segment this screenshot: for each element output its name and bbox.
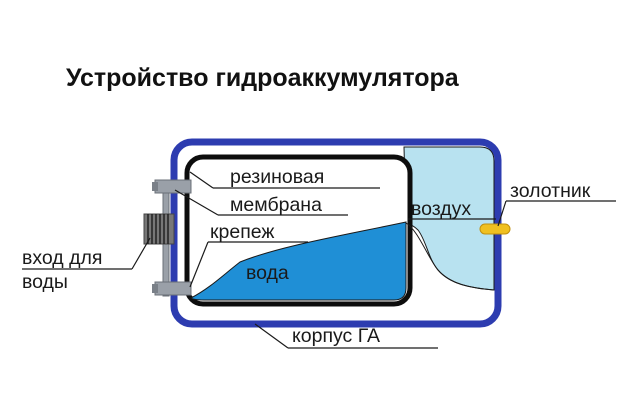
leader-housing-1 [254,323,289,349]
fastener-bolt-top-head [152,182,158,191]
diagram-title: Устройство гидроаккумулятора [66,64,460,92]
leader-fastener-2 [189,241,209,288]
label-housing: корпус ГА [292,325,380,347]
valve-nipple [479,223,511,235]
leader-valve-2 [497,200,507,227]
label-water-inlet-line1: вход для [22,247,102,269]
membrane-curve [405,222,495,291]
label-valve: золотник [510,180,591,202]
label-membrane-line2: мембрана [230,194,322,216]
water-region [190,221,407,301]
fastener-bolt-bottom [154,281,192,296]
leader-membrane-4 [174,189,219,216]
label-membrane-line1: резиновая [230,166,324,188]
label-air: воздух [411,198,471,220]
fastener-bolt-top [154,179,192,194]
label-water: вода [246,262,289,284]
leader-inlet-2 [131,237,151,270]
label-water-inlet-line2: воды [22,271,68,293]
label-fastener: крепеж [210,221,274,243]
leader-membrane-2 [189,171,214,189]
fastener-bolt-bottom-head [152,284,158,293]
water-inlet-fitting [143,213,175,245]
